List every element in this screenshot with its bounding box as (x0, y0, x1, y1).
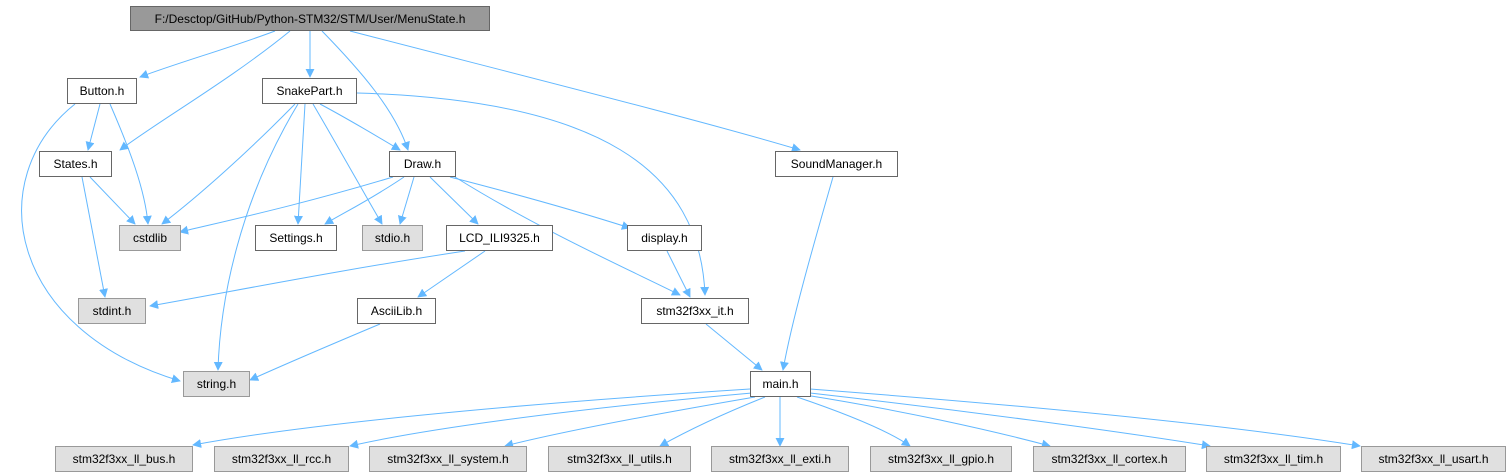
node-draw[interactable]: Draw.h (389, 151, 456, 177)
node-ll-cortex: stm32f3xx_ll_cortex.h (1033, 446, 1186, 472)
edge-main-tim (809, 392, 1211, 450)
edge-snakepart-stdio (312, 103, 383, 225)
edge-main-bus (192, 388, 751, 448)
edge-states-stdint (81, 176, 108, 298)
edge-draw-cstdlib (179, 176, 394, 235)
node-display[interactable]: display.h (627, 225, 702, 251)
edge-button-cstdlib (109, 103, 152, 225)
node-ll-tim: stm32f3xx_ll_tim.h (1206, 446, 1341, 472)
edge-main-system (504, 396, 756, 449)
node-main[interactable]: main.h (750, 371, 811, 397)
node-ll-system: stm32f3xx_ll_system.h (369, 446, 527, 472)
edge-snakepart-string (213, 103, 299, 371)
node-button[interactable]: Button.h (67, 78, 137, 104)
edge-lcd-asciilib (417, 250, 486, 298)
node-asciilib[interactable]: AsciiLib.h (357, 298, 436, 324)
edge-draw-display (449, 176, 631, 230)
edge-main-cortex (804, 394, 1051, 449)
edge-draw-stdio (397, 176, 415, 225)
node-ll-usart: stm32f3xx_ll_usart.h (1361, 446, 1506, 472)
node-ll-bus: stm32f3xx_ll_bus.h (55, 446, 193, 472)
node-ll-rcc: stm32f3xx_ll_rcc.h (214, 446, 349, 472)
node-stdio: stdio.h (362, 225, 423, 251)
edge-draw-settings (324, 176, 405, 225)
node-lcd-ili9325[interactable]: LCD_ILI9325.h (446, 225, 553, 251)
edge-main-utils (659, 396, 766, 447)
edge-snakepart-draw (319, 103, 401, 151)
edge-draw-lcd (429, 176, 479, 225)
node-ll-gpio: stm32f3xx_ll_gpio.h (870, 446, 1012, 472)
node-settings[interactable]: Settings.h (255, 225, 337, 251)
edge-main-rcc (349, 392, 753, 449)
edge-asciilib-string (249, 323, 381, 381)
edge-soundmanager-main (780, 176, 834, 371)
node-soundmanager[interactable]: SoundManager.h (775, 151, 898, 177)
node-ll-exti: stm32f3xx_ll_exti.h (711, 446, 849, 472)
node-string: string.h (183, 371, 250, 397)
node-cstdlib: cstdlib (119, 225, 181, 251)
edge-root-draw (321, 30, 410, 151)
edge-it-main (705, 323, 763, 371)
node-snakepart[interactable]: SnakePart.h (262, 78, 357, 104)
edge-button-string (21, 103, 181, 383)
edge-root-soundmanager (349, 30, 801, 152)
edge-root-states (119, 30, 291, 151)
edge-draw-it (454, 176, 681, 296)
edge-states-cstdlib (89, 176, 136, 225)
edge-snakepart-cstdlib (161, 103, 296, 225)
edge-snakepart-settings (293, 103, 306, 225)
node-stm32f3xx-it[interactable]: stm32f3xx_it.h (641, 298, 749, 324)
edge-lcd-stdint (149, 250, 466, 310)
edge-button-states (85, 103, 101, 151)
node-stdint: stdint.h (78, 298, 146, 324)
edge-main-usart (809, 388, 1361, 450)
node-states[interactable]: States.h (39, 151, 112, 177)
node-menustate[interactable]: F:/Desctop/GitHub/Python-STM32/STM/User/… (130, 6, 490, 31)
edge-display-it (666, 250, 691, 298)
edge-root-button (139, 30, 276, 79)
node-ll-utils: stm32f3xx_ll_utils.h (548, 446, 691, 472)
edge-main-gpio (796, 396, 911, 447)
